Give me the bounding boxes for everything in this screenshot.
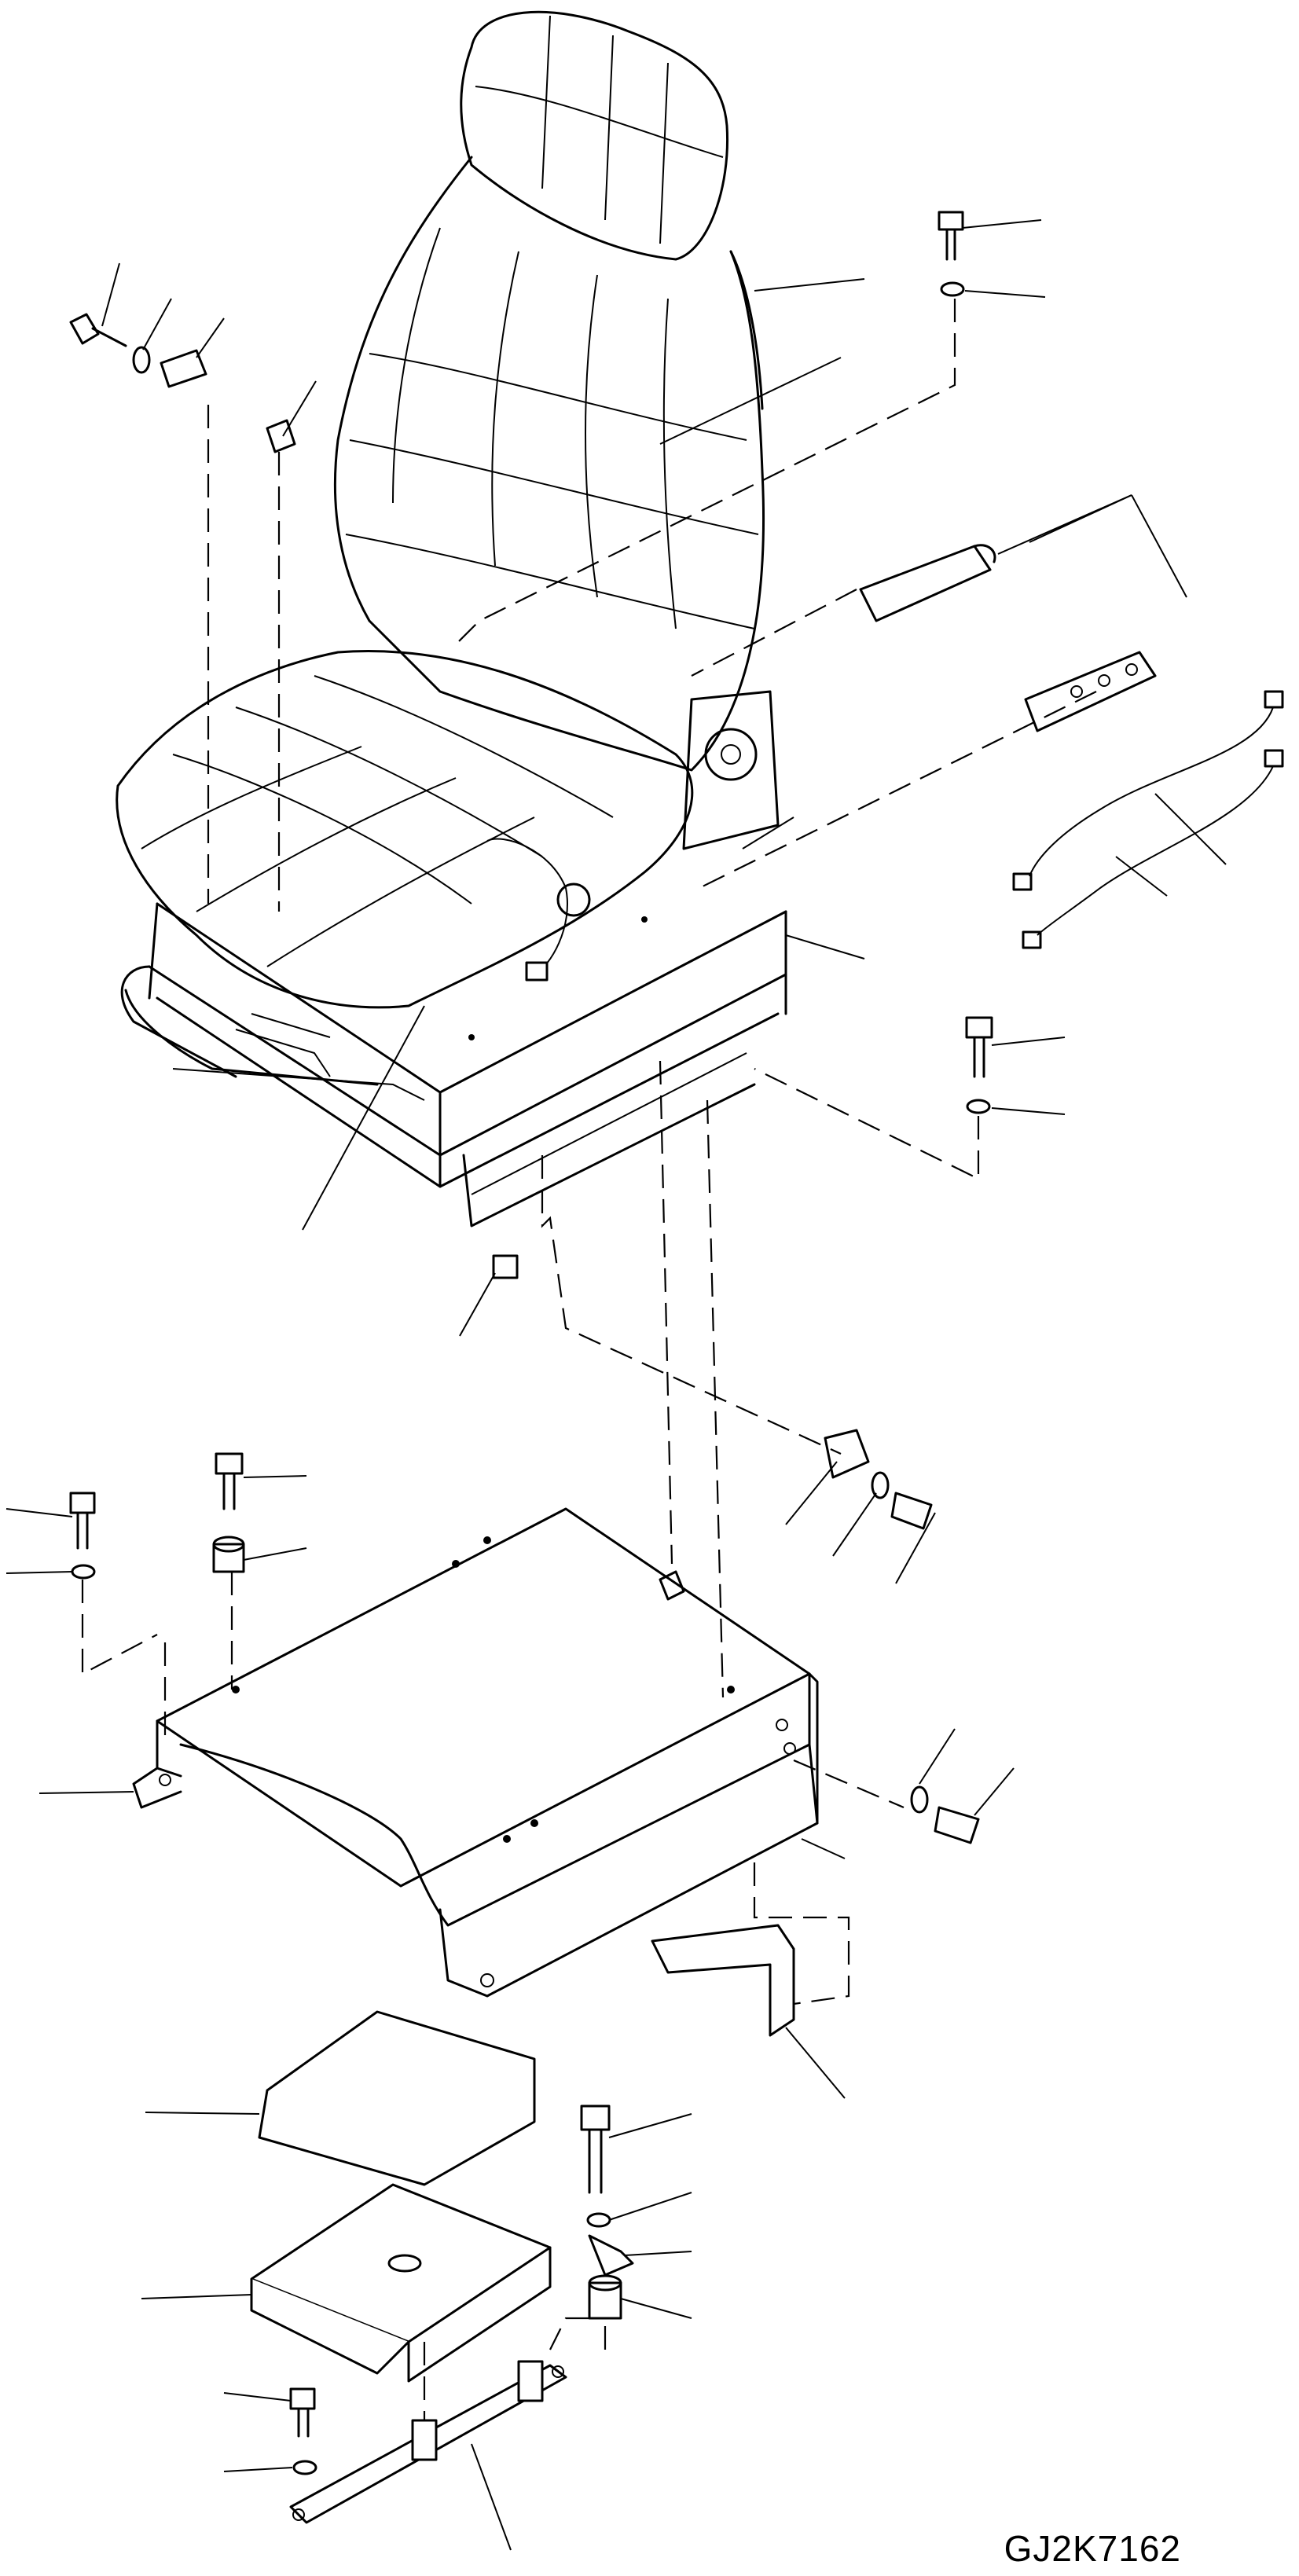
seat-mounting-hardware-right (938, 211, 965, 297)
frame-hardware (69, 1429, 980, 1844)
cushion-pad-lower (250, 2183, 552, 2383)
cushion-pad-upper (258, 2010, 536, 2186)
seat-mounting-hardware-left (69, 313, 296, 453)
operator-seat (116, 10, 787, 1227)
wire-harness (1012, 690, 1284, 949)
slide-rails (859, 544, 1157, 732)
drawing-code-label: GJ2K7162 (1004, 2528, 1181, 2569)
seat-mounting-frame (132, 1507, 819, 1998)
assembly-guide-lines (81, 299, 1097, 2420)
bottom-plate (289, 2360, 567, 2524)
mounting-bracket (651, 1924, 795, 2037)
callout-leaders (6, 219, 1227, 2551)
cage-nut (492, 1254, 519, 1279)
base-bolt-right (965, 1016, 993, 1114)
